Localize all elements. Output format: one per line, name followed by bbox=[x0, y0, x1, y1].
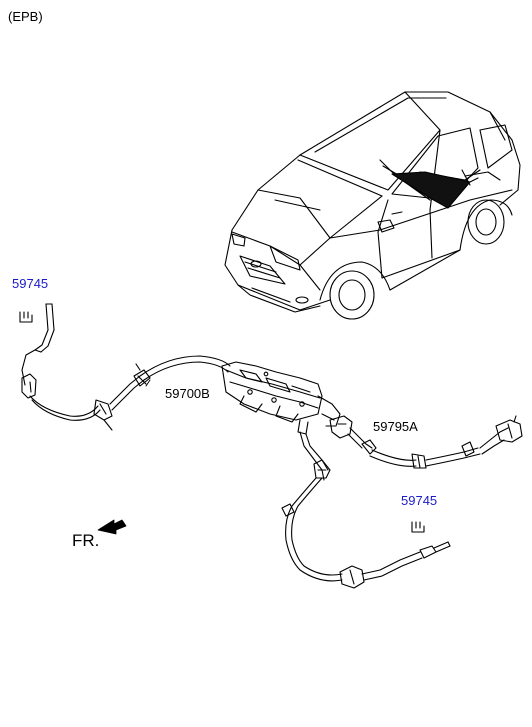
clip-bolt-bottom bbox=[411, 521, 425, 533]
clip-bolt-top bbox=[19, 303, 55, 331]
diagram-title: (EPB) bbox=[8, 9, 43, 24]
cable-right bbox=[347, 415, 523, 469]
vehicle-illustration bbox=[224, 91, 521, 320]
part-number-bolt-top[interactable]: 59745 bbox=[12, 276, 49, 291]
part-number-cable-right: 59795A bbox=[373, 419, 418, 434]
forward-arrow-icon bbox=[97, 519, 127, 535]
cable-lower bbox=[281, 431, 451, 589]
epb-location-marker bbox=[391, 171, 471, 209]
forward-direction-label: FR. bbox=[72, 531, 100, 550]
epb-actuator-unit bbox=[221, 361, 353, 439]
part-number-cable-main: 59700B bbox=[165, 386, 210, 401]
leader-cable-main bbox=[145, 379, 151, 387]
cable-left bbox=[21, 329, 231, 431]
part-number-bolt-bottom[interactable]: 59745 bbox=[401, 493, 438, 508]
